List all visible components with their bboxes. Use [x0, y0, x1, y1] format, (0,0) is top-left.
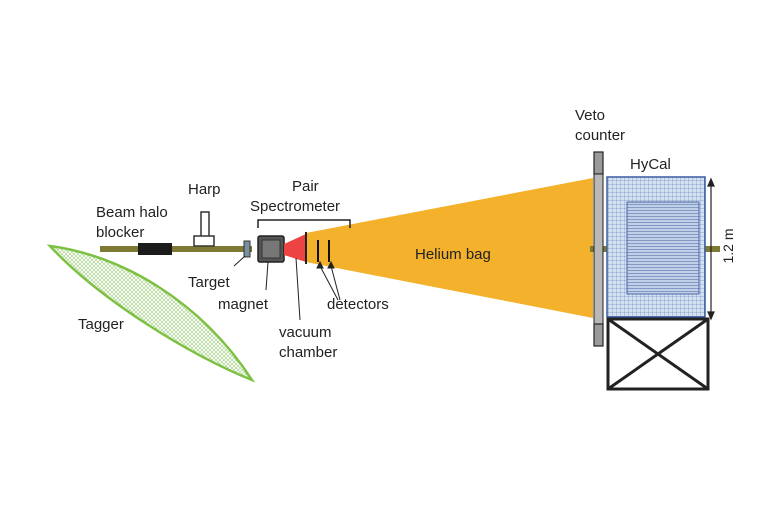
target	[243, 240, 251, 258]
veto-counter-top	[593, 151, 604, 175]
tagger-label: Tagger	[78, 316, 124, 333]
beam-halo-label-line1: Beam halo	[96, 204, 168, 221]
detectors-label: detectors	[327, 296, 389, 313]
veto-counter-bottom	[593, 323, 604, 347]
pair-spectrometer-bracket	[257, 219, 351, 228]
pair-label-line2: Spectrometer	[250, 198, 340, 215]
target-leader	[233, 255, 246, 267]
helium-bag-label: Helium bag	[415, 246, 491, 263]
harp-body	[193, 235, 215, 247]
magnet-core	[261, 239, 281, 259]
magnet-leader	[265, 261, 269, 291]
hycal-stand	[606, 317, 710, 391]
veto-label-line1: Veto	[575, 107, 605, 124]
detectors-leader	[316, 260, 341, 301]
magnet-label: magnet	[218, 296, 269, 313]
vacuum-leader	[295, 257, 301, 321]
dimension-label: 1.2 m	[720, 228, 736, 263]
beam-halo-blocker	[138, 243, 172, 255]
veto-label-line2: counter	[575, 127, 625, 144]
pair-label-line1: Pair	[292, 178, 319, 195]
hycal-label: HyCal	[630, 156, 671, 173]
harp-stem	[200, 211, 210, 239]
vacuum-label-line1: vacuum	[279, 324, 332, 341]
veto-counter-bar	[593, 173, 604, 325]
tagger-magnet	[46, 244, 256, 383]
vacuum-label-line2: chamber	[279, 344, 337, 361]
helium-bag	[306, 178, 593, 318]
target-label: Target	[188, 274, 231, 291]
dimension-arrow	[707, 177, 715, 321]
vacuum-chamber	[284, 234, 306, 262]
harp-label: Harp	[188, 181, 221, 198]
beamline-upstream	[100, 246, 252, 252]
beam-halo-label-line2: blocker	[96, 224, 144, 241]
hycal-inner-region	[626, 201, 700, 295]
